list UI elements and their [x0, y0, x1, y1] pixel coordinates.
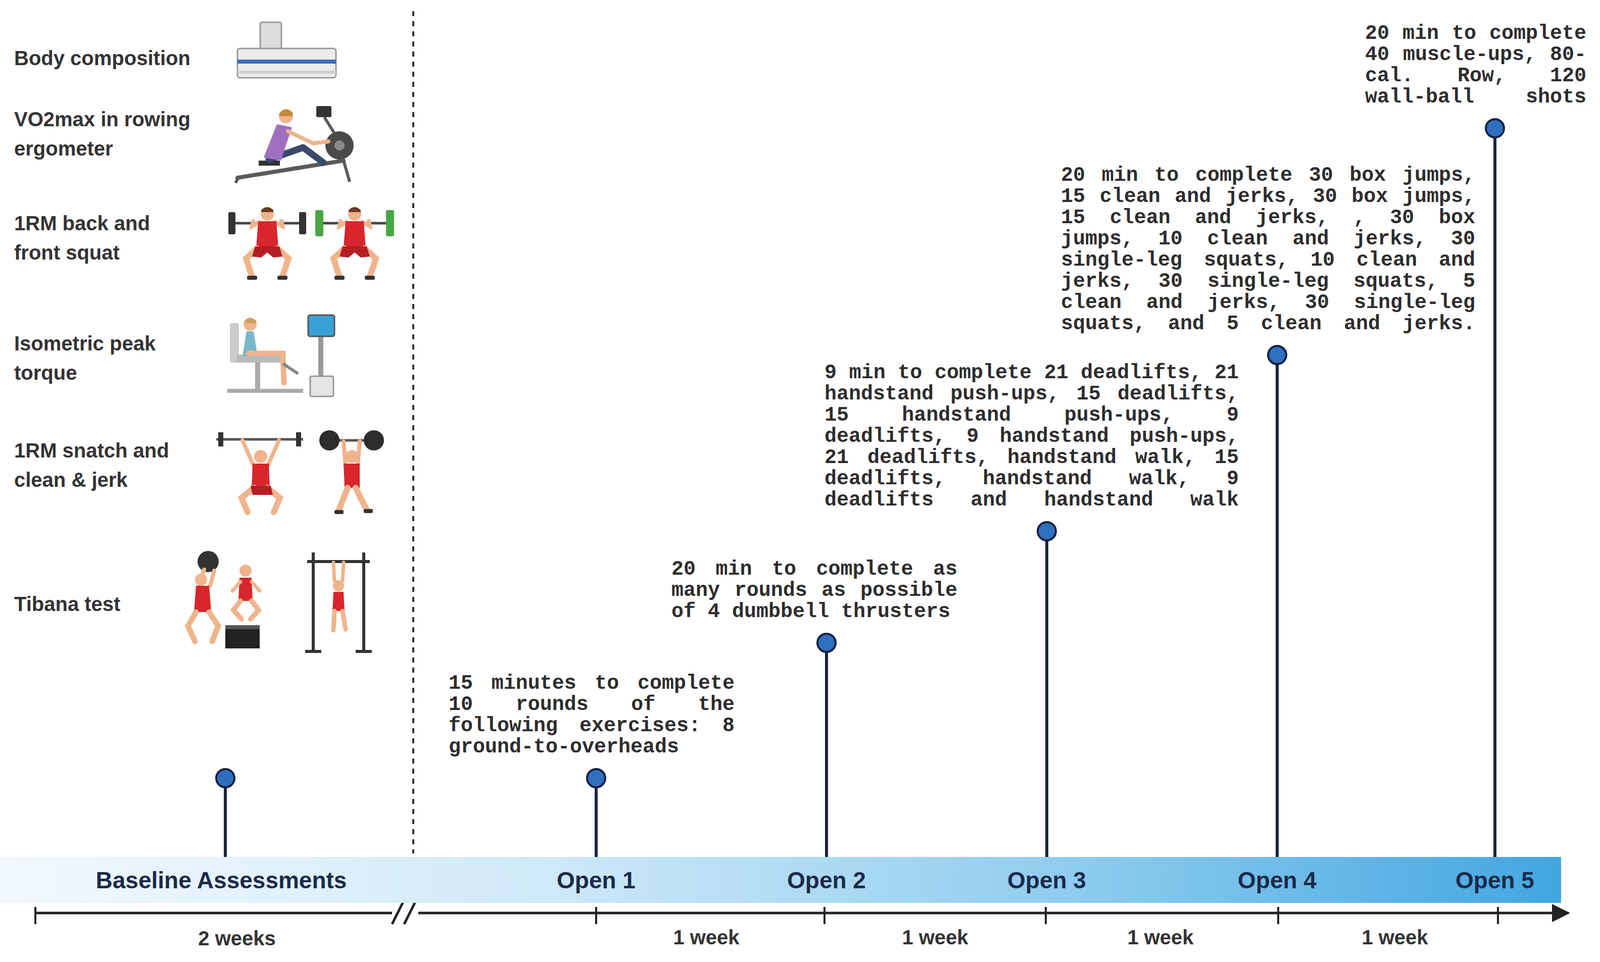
workout-description: 20 min to complete 30 box jumps, 15 clea… [1060, 165, 1476, 335]
snatch-icon [216, 432, 304, 513]
assessment-label: Body composition [14, 43, 227, 73]
timeline-dots [216, 119, 1505, 788]
workout-description: 9 min to complete 21 deadlifts, 21 hands… [824, 362, 1239, 512]
phase-label: Open 2 [787, 866, 866, 895]
phase-label: Open 1 [556, 866, 636, 895]
duration-label: 2 weeks [198, 926, 276, 951]
duration-label: 1 week [672, 925, 740, 950]
workout-description: 15 minutes to complete 10 rounds of the … [448, 673, 735, 759]
time-axis [35, 902, 1571, 925]
dexa-icon [237, 22, 336, 78]
clean-jerk-icon [319, 430, 384, 515]
phase-label: Open 5 [1455, 866, 1535, 895]
squat-icons [228, 207, 395, 280]
assessment-label: Tibana test [14, 589, 227, 619]
assessment-label: 1RM back and front squat [14, 208, 186, 268]
assessment-label: Isometric peak torque [14, 328, 186, 388]
timeline-band: Baseline Assessments Open 1 Open 2 Open 3 Op… [0, 857, 1562, 904]
dynamometer-icon [227, 315, 335, 397]
workout-description: 20 min to complete 40 muscle-ups, 80-cal… [1365, 23, 1587, 109]
rowing-icon [235, 106, 354, 183]
workout-description: 20 min to complete as many rounds as pos… [671, 559, 958, 623]
duration-label: 1 week [901, 925, 968, 950]
assessment-label: VO2max in rowing ergometer [14, 104, 227, 164]
duration-label: 1 week [1127, 925, 1194, 950]
assessment-label: 1RM snatch and clean & jerk [14, 435, 186, 495]
tibana-icon [187, 551, 372, 652]
phase-label: Baseline Assessments [95, 866, 348, 895]
duration-label: 1 week [1361, 925, 1428, 950]
phase-label: Open 3 [1007, 866, 1087, 895]
separator-line [412, 11, 415, 854]
phase-label: Open 4 [1237, 866, 1317, 895]
timeline-stems [225, 128, 1495, 858]
